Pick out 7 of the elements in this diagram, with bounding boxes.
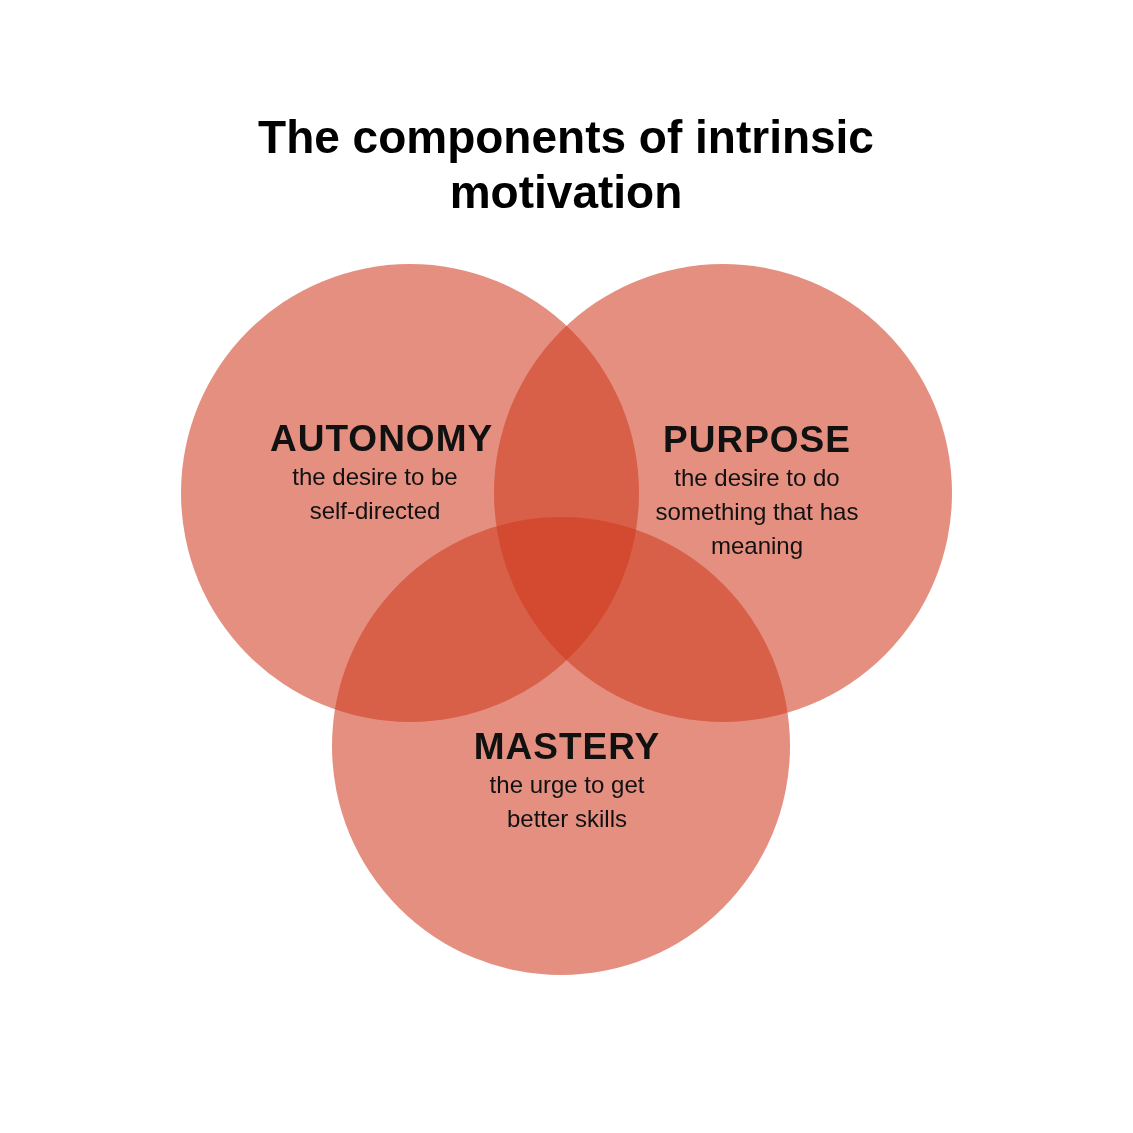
circle-description: the urge to get better skills bbox=[488, 770, 646, 834]
circle-description: the desire to do something that has meaning bbox=[654, 463, 860, 561]
circle-heading: MASTERY bbox=[473, 726, 661, 768]
circle-heading: PURPOSE bbox=[663, 419, 851, 461]
diagram-title: The components of intrinsic motivation bbox=[257, 110, 875, 220]
circle-description: the desire to be self-directed bbox=[291, 462, 459, 526]
circle-heading: AUTONOMY bbox=[270, 418, 494, 460]
